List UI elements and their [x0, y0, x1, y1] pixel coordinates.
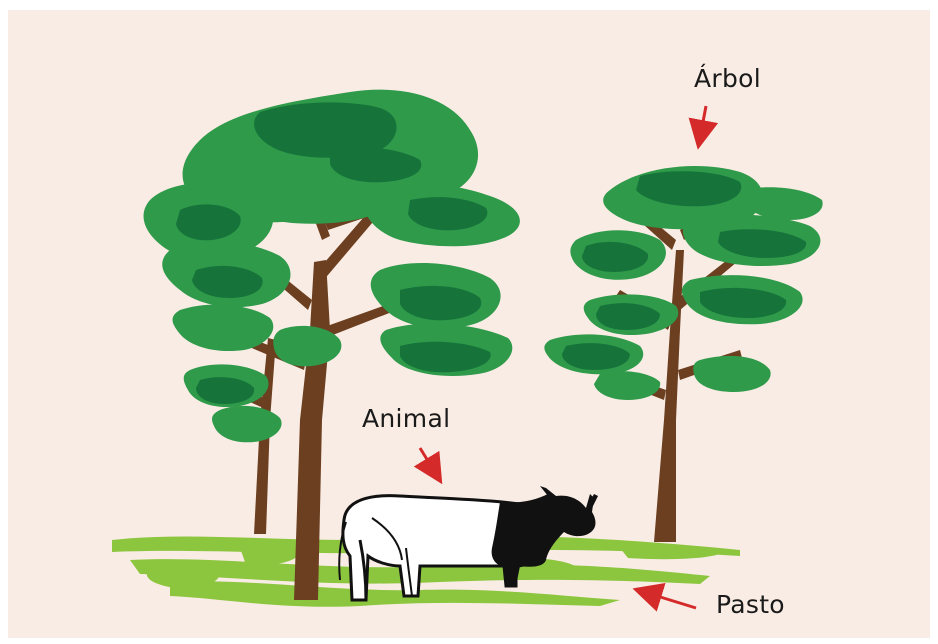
label-animal: Animal — [362, 404, 450, 433]
label-tree: Árbol — [694, 64, 761, 93]
label-grass: Pasto — [716, 590, 785, 619]
